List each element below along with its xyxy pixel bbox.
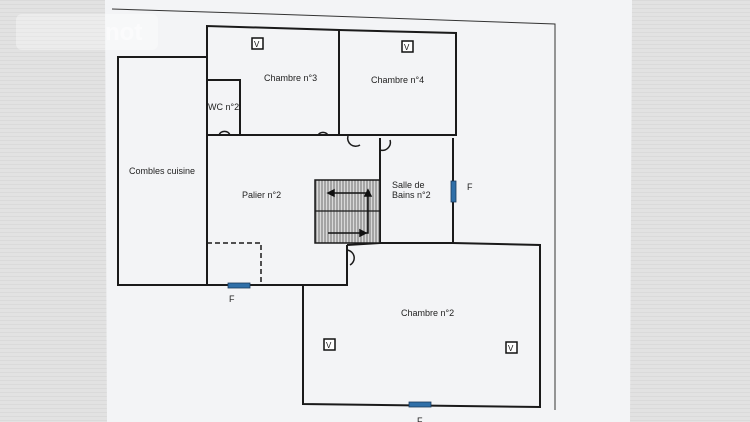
window-label: F	[229, 294, 235, 304]
stair-arrow-icon	[326, 188, 373, 238]
dashed-area	[207, 242, 262, 285]
room-label-chambre4: Chambre n°4	[371, 75, 424, 85]
vent-icon: V	[326, 341, 332, 350]
vent-icon: V	[508, 344, 514, 353]
frame-line	[111, 8, 556, 410]
watermark-box	[16, 14, 158, 50]
room-label-chambre2: Chambre n°2	[401, 308, 454, 318]
watermark-text: not	[105, 19, 142, 46]
window-icon	[227, 282, 251, 289]
window-label: F	[467, 182, 473, 192]
room-label-chambre3: Chambre n°3	[264, 73, 317, 83]
room-label-palier2: Palier n°2	[242, 190, 281, 200]
window-markers	[227, 180, 457, 408]
walls	[117, 24, 541, 409]
vent-icon: V	[254, 40, 260, 49]
room-label-combles: Combles cuisine	[129, 166, 195, 176]
room-label-sdb2-line1: Salle de	[392, 180, 425, 190]
window-label: F	[417, 416, 423, 422]
room-label-wc2: WC n°2	[208, 102, 239, 112]
window-icon	[408, 401, 432, 408]
window-icon	[450, 180, 457, 203]
doors	[218, 130, 392, 266]
vent-icon: V	[404, 43, 410, 52]
vent-markers: V V V V	[251, 37, 518, 354]
room-label-sdb2-line2: Bains n°2	[392, 190, 431, 200]
